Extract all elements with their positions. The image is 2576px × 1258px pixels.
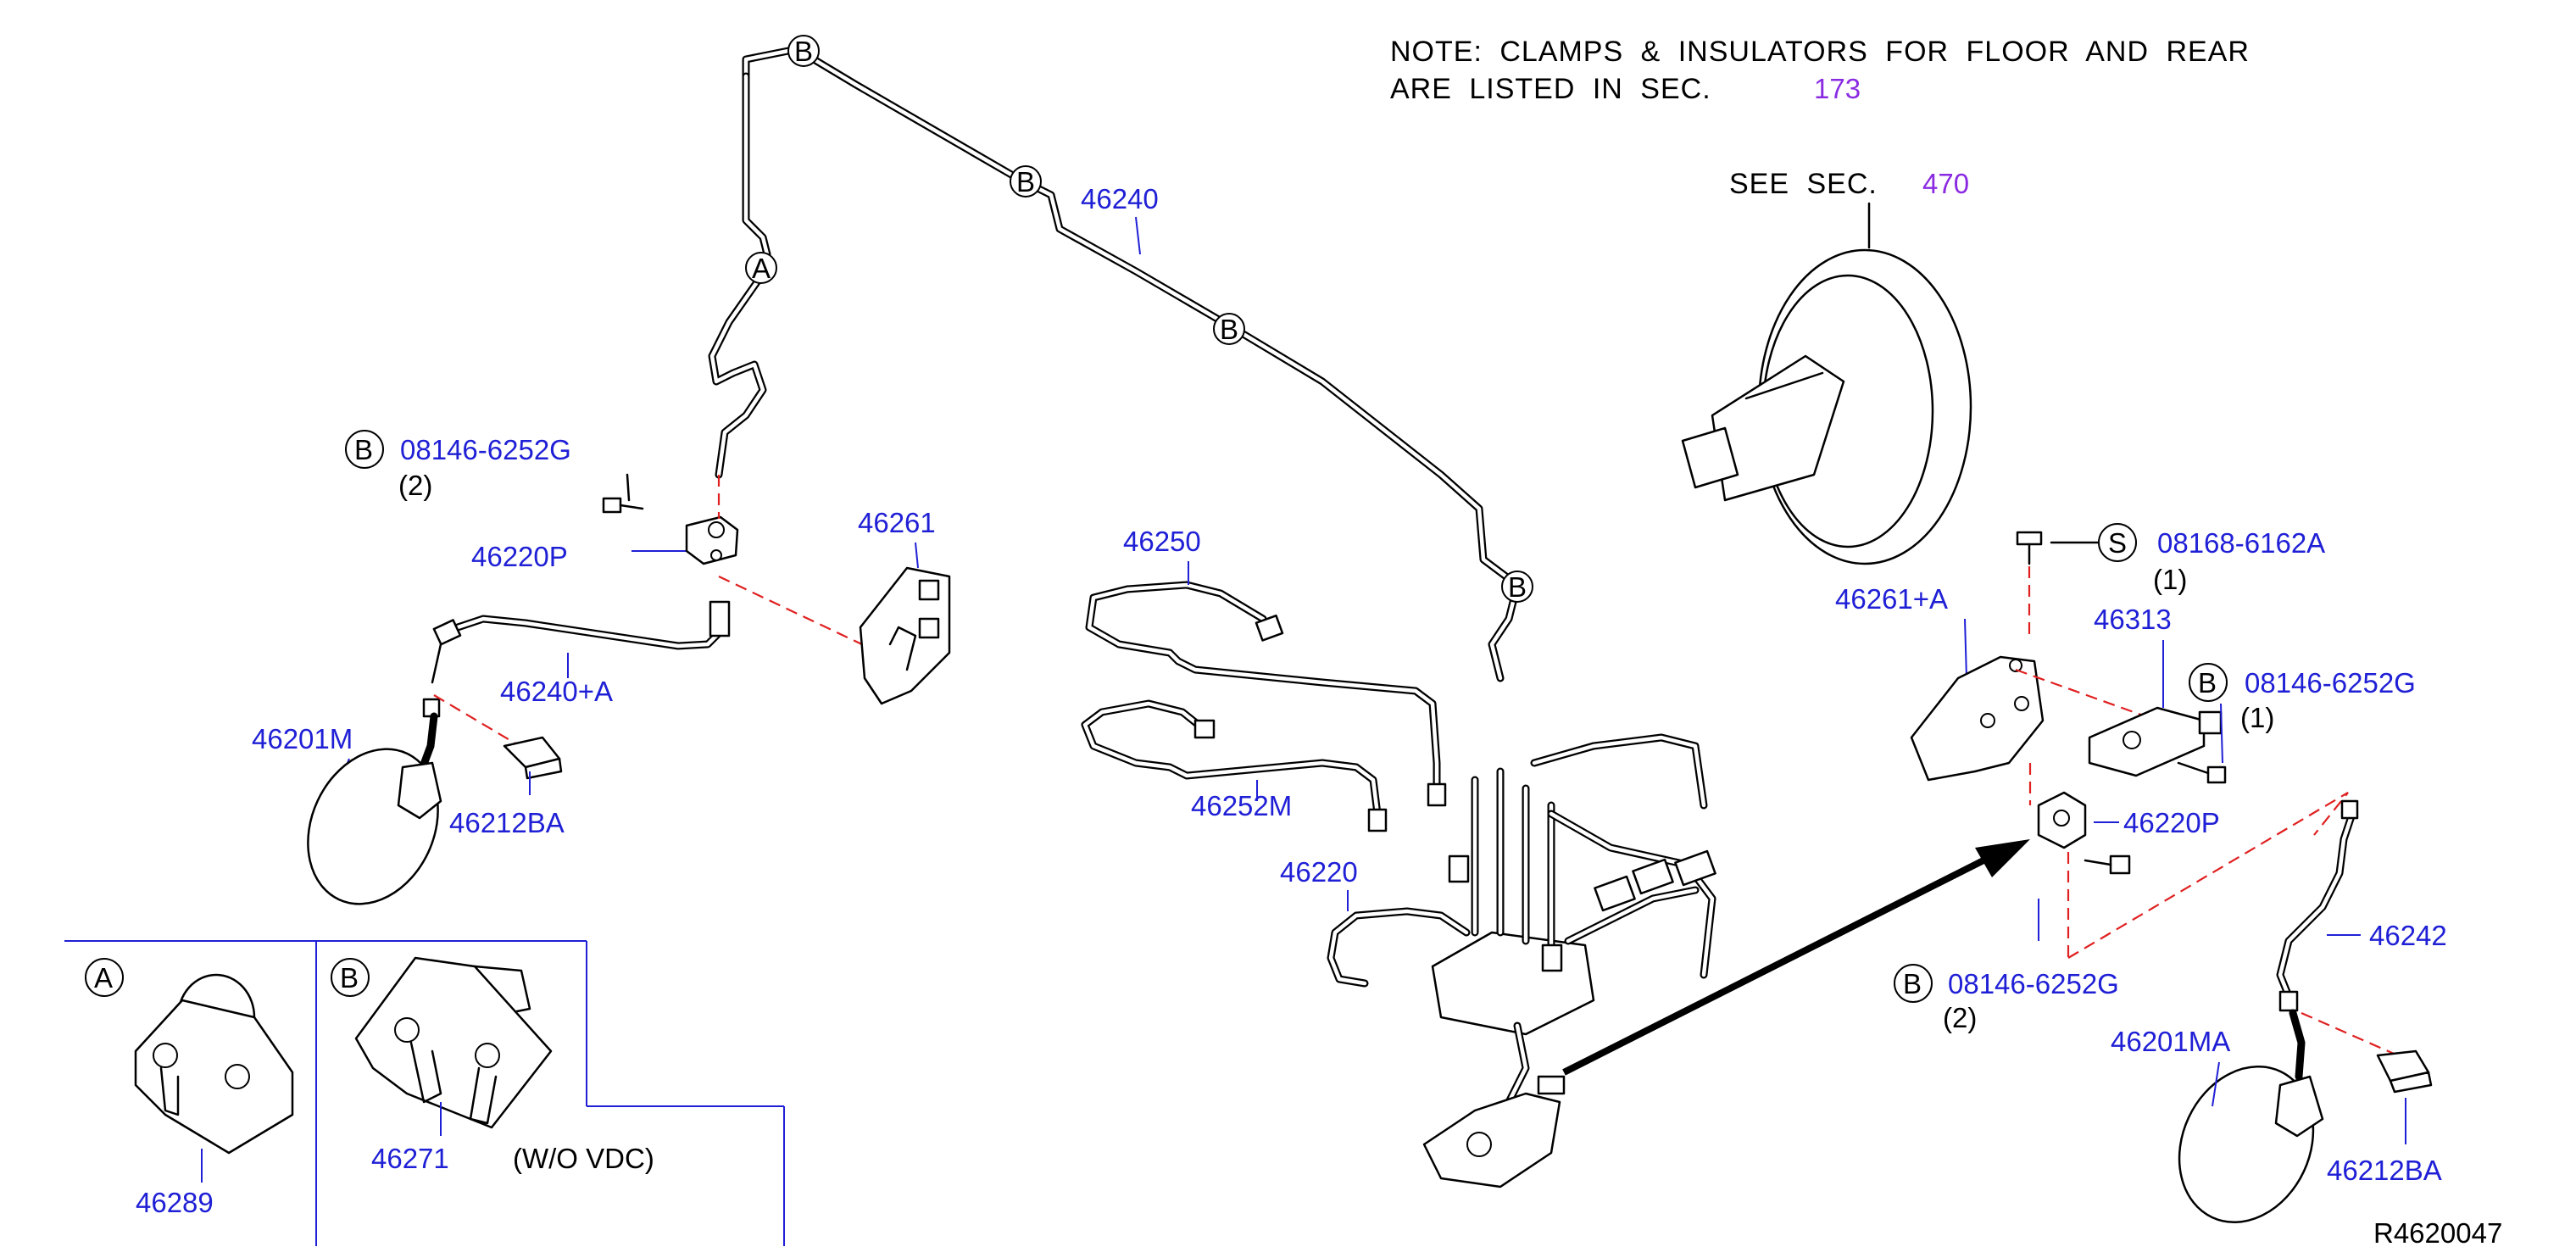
s-bolt-marker: S (2108, 527, 2127, 559)
clip-46212BA-right (2376, 1049, 2433, 1094)
s-bolt-code[interactable]: 08168-6162A (2157, 527, 2325, 559)
b-marker-1: B (787, 35, 820, 67)
part-46220P-right[interactable]: 46220P (2123, 807, 2220, 838)
s-bolt (2016, 531, 2043, 565)
right-bolt-1-callout: B 08146-6252G (1) (2189, 663, 2416, 733)
see-sec-ref[interactable]: 470 (1922, 168, 1969, 199)
svg-text:A: A (94, 962, 113, 994)
right-bolt-2-callout: B 08146-6252G (2) (1894, 964, 2119, 1033)
clamp-46271 (354, 956, 553, 1129)
svg-text:B: B (1016, 166, 1035, 198)
right-bolt-2-qty: (2) (1943, 1002, 1977, 1033)
part-46212BA-right[interactable]: 46212BA (2327, 1155, 2442, 1186)
left-bolt-qty: (2) (398, 470, 432, 501)
right-bolt-2-marker: B (1903, 968, 1922, 999)
note-line-1: NOTE: CLAMPS & INSULATORS FOR FLOOR AND … (1390, 36, 2250, 68)
left-bolt-callout: B 08146-6252G (2) (345, 430, 571, 501)
wo-vdc-label: (W/O VDC) (513, 1143, 654, 1174)
a-marker-1: A (745, 252, 777, 284)
clip-46212BA-left (503, 736, 563, 780)
left-bolt (602, 497, 644, 514)
note-section-ref[interactable]: 173 (1814, 73, 1861, 104)
part-46289[interactable]: 46289 (136, 1187, 214, 1218)
part-46313[interactable]: 46313 (2094, 604, 2172, 635)
part-46220[interactable]: 46220 (1280, 856, 1358, 888)
b-marker-4: B (1501, 571, 1533, 603)
s-bolt-callout: S 08168-6162A (1) (2098, 523, 2325, 595)
part-46240A[interactable]: 46240+A (500, 676, 613, 707)
b-marker-3: B (1213, 313, 1245, 345)
svg-text:B: B (1220, 314, 1238, 345)
note-line-2: ARE LISTED IN SEC. (1390, 73, 1711, 105)
svg-text:A: A (752, 253, 771, 284)
b-marker-2: B (1010, 165, 1042, 198)
see-sec-label: SEE SEC. (1729, 168, 1878, 200)
direction-arrow (1562, 839, 2030, 1076)
part-46261A[interactable]: 46261+A (1835, 583, 1948, 615)
pipe-46240 (742, 45, 1522, 682)
hose-46242 (2276, 799, 2359, 1012)
part-46220P-left[interactable]: 46220P (471, 541, 568, 572)
bracket-46261A (1910, 655, 2045, 782)
part-46252M[interactable]: 46252M (1191, 790, 1292, 821)
pipe-46240A-upper (708, 72, 771, 479)
part-46242[interactable]: 46242 (2369, 920, 2447, 951)
part-46250[interactable]: 46250 (1123, 526, 1201, 557)
svg-text:B: B (340, 962, 359, 994)
right-bolt-2 (2084, 854, 2131, 875)
bracket-46261 (859, 566, 951, 705)
pipe-46240A-lower (432, 600, 731, 650)
pipe-46250 (1085, 581, 1447, 807)
right-bolt-1 (2177, 761, 2227, 784)
part-46201M[interactable]: 46201M (252, 723, 353, 754)
connector-46313 (2088, 706, 2223, 777)
part-46240[interactable]: 46240 (1081, 183, 1159, 214)
right-bolt-1-qty: (1) (2240, 702, 2274, 733)
part-46201MA[interactable]: 46201MA (2111, 1026, 2230, 1057)
right-bolt-1-marker: B (2198, 667, 2217, 699)
right-bolt-2-code[interactable]: 08146-6252G (1948, 968, 2119, 999)
note-block: NOTE: CLAMPS & INSULATORS FOR FLOOR AND … (1390, 36, 2250, 105)
inset-b-marker: B (331, 958, 370, 997)
svg-text:B: B (1508, 571, 1527, 603)
part-46261[interactable]: 46261 (858, 507, 936, 538)
hydraulic-unit (1422, 733, 1716, 1188)
diagram-id: R4620047 (2373, 1217, 2502, 1249)
part-46212BA-left[interactable]: 46212BA (449, 807, 565, 838)
part-46271[interactable]: 46271 (371, 1143, 449, 1174)
inset-a-marker: A (85, 958, 124, 997)
left-bolt-code[interactable]: 08146-6252G (400, 434, 571, 465)
pipe-46252M (1081, 699, 1388, 832)
hose-46201M (415, 643, 442, 780)
clamp-46289 (134, 973, 294, 1155)
s-bolt-qty: (1) (2153, 564, 2187, 595)
inset-frame (64, 940, 785, 1246)
left-connector-46220P (685, 515, 739, 565)
caliper-left (307, 748, 442, 905)
brake-booster (1681, 248, 1972, 565)
pipe-46220 (1327, 907, 1471, 988)
left-bolt-marker: B (354, 434, 373, 465)
svg-text:B: B (794, 36, 813, 67)
right-bolt-1-code[interactable]: 08146-6252G (2245, 667, 2416, 699)
right-connector-46220P (2037, 791, 2087, 849)
